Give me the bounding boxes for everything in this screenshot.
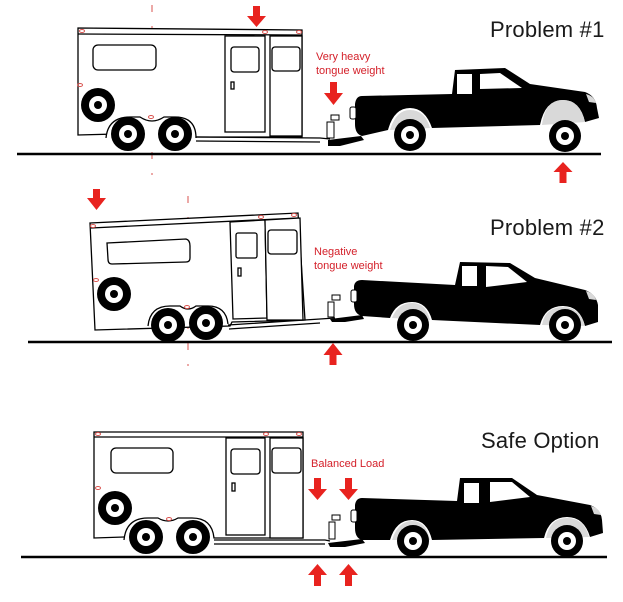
scene-title: Safe Option <box>481 428 600 453</box>
spare-tire-icon <box>98 491 132 525</box>
scene-title: Problem #1 <box>490 17 605 42</box>
down-arrow-icon <box>324 82 343 105</box>
tongue-weight-label: Negative tongue weight <box>314 246 383 272</box>
problem-1-illustration <box>17 5 601 183</box>
marker-lights <box>95 432 302 521</box>
tongue-jack <box>328 514 341 540</box>
spare-tire-icon <box>97 277 131 311</box>
truck <box>349 68 599 152</box>
spare-tire-icon <box>81 88 115 122</box>
problem-2-illustration <box>28 189 612 366</box>
up-arrow-icon <box>553 162 573 183</box>
marker-lights <box>90 213 297 309</box>
balanced-load-label: Balanced Load <box>311 458 385 470</box>
truck <box>350 478 603 557</box>
scene-title: Problem #2 <box>490 215 605 240</box>
up-arrow-icon <box>323 343 343 365</box>
up-arrow-icon <box>308 564 327 586</box>
truck <box>350 262 598 341</box>
down-arrow-icon <box>308 478 327 500</box>
down-arrow-icon <box>87 189 106 210</box>
hitch <box>328 539 365 547</box>
down-arrow-icon <box>247 6 266 27</box>
trailer-wheels <box>111 117 192 151</box>
tongue-jack <box>327 294 341 318</box>
up-arrow-icon <box>339 564 358 586</box>
trailer-wheels <box>151 306 223 342</box>
scene-problem-1: Problem #1 Very heavy tongue weight <box>0 0 623 190</box>
trailer-wheels <box>129 520 210 554</box>
scene-problem-2: Problem #2 Negative tongue weight <box>28 189 612 366</box>
hitch <box>330 315 364 322</box>
trailer <box>93 431 331 545</box>
tongue-jack <box>326 114 340 139</box>
hitch <box>328 136 364 146</box>
trailer <box>89 212 336 331</box>
down-arrow-icon <box>339 478 358 500</box>
trailer <box>77 27 331 143</box>
marker-lights <box>77 29 302 119</box>
tongue-weight-label: Very heavy tongue weight <box>316 51 385 77</box>
